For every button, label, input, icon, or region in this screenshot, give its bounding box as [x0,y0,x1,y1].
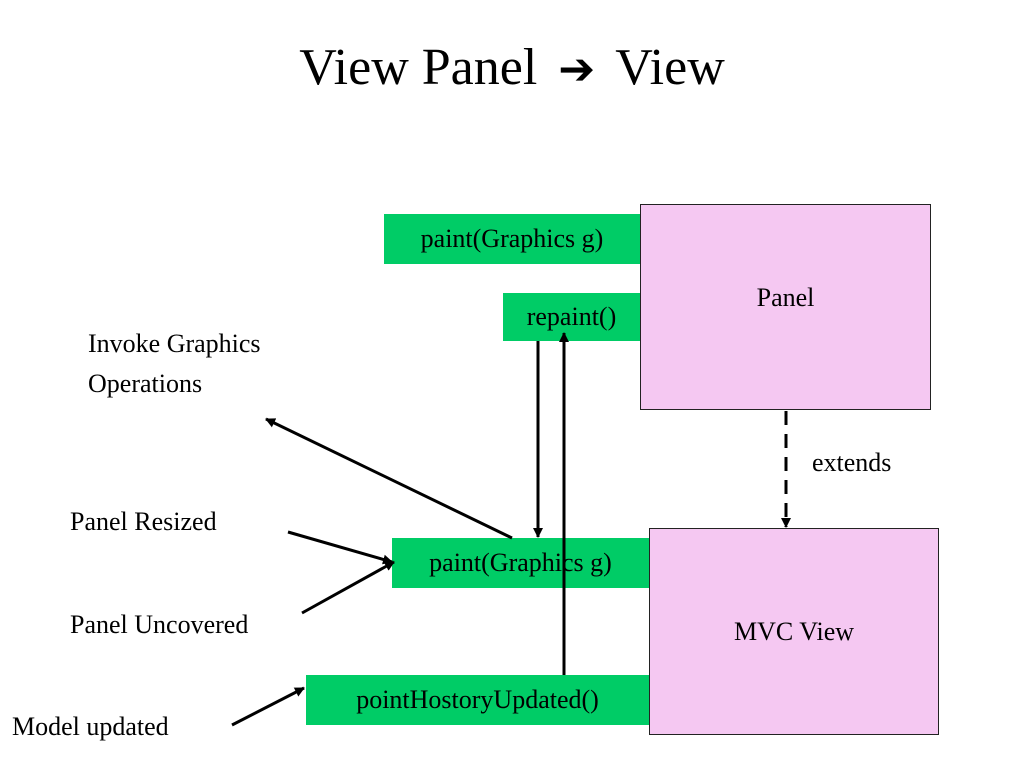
panel-uncovered-label: Panel Uncovered [70,610,249,639]
title-left: View Panel [299,39,538,96]
point-history-updated-method: pointHostoryUpdated() [306,675,649,725]
panel-box: Panel [640,204,931,410]
right-arrow-icon: ➔ [558,44,596,95]
invoke-graphics-label: Invoke Graphics Operations [88,329,261,398]
invoke-graphics-arrow [265,417,513,540]
panel-uncovered-arrow [301,560,395,615]
page-title: View Panel ➔ View [0,28,1024,110]
repaint-method: repaint() [503,293,640,341]
panel-resized-label: Panel Resized [70,507,217,536]
paint-method-top: paint(Graphics g) [384,214,640,264]
paint-method-middle: paint(Graphics g) [392,538,649,588]
extends-label: extends [812,448,892,477]
mvc-view-label: MVC View [733,616,855,646]
title-right: View [615,39,725,96]
panel-resized-arrow [287,530,393,565]
model-updated-label: Model updated [12,712,169,741]
mvc-view-box: MVC View [649,528,939,735]
panel-label: Panel [756,283,815,312]
model-updated-arrow [231,686,305,727]
